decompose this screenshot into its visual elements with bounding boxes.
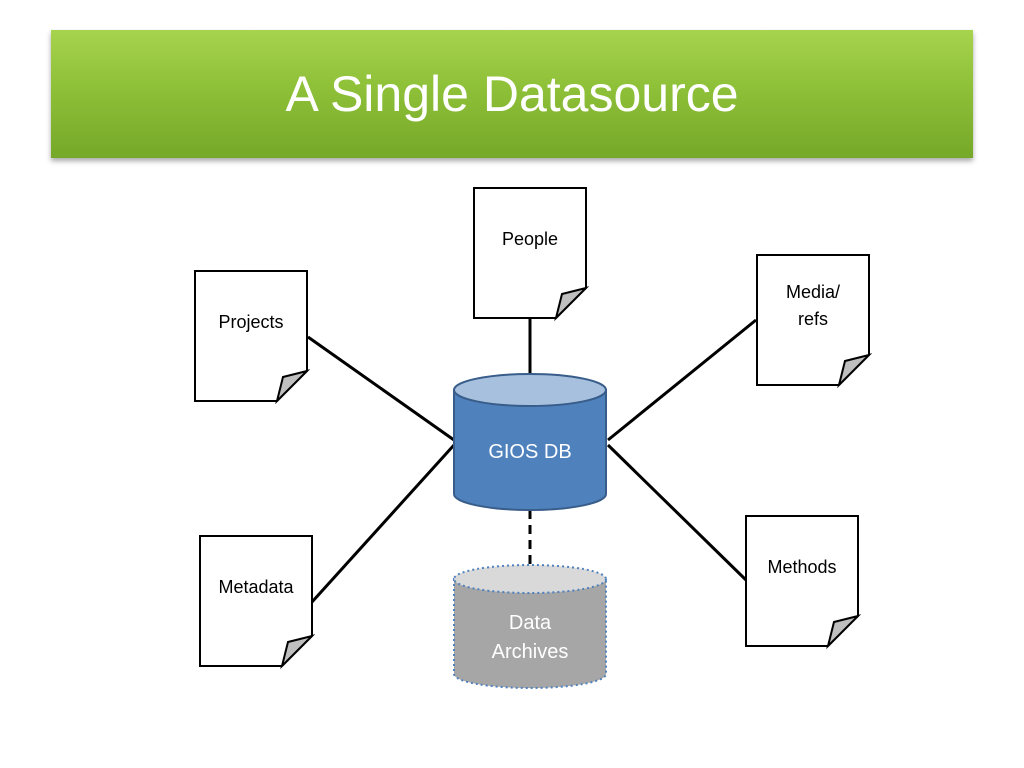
document-label-media-line1: Media/ xyxy=(786,282,840,302)
document-label-media-line2: refs xyxy=(798,309,828,329)
document-methods: Methods xyxy=(745,515,862,650)
archive-top xyxy=(453,564,607,594)
document-label-methods: Methods xyxy=(767,557,836,577)
document-fold xyxy=(554,286,590,322)
document-label-people: People xyxy=(502,229,558,249)
document-label-projects: Projects xyxy=(218,312,283,332)
document-fold xyxy=(837,353,873,389)
connector-media xyxy=(607,318,757,442)
connectors xyxy=(307,318,757,604)
archive-label-line2: Archives xyxy=(492,641,569,663)
database-top xyxy=(453,373,607,407)
document-label-metadata: Metadata xyxy=(218,577,294,597)
document-fold xyxy=(826,614,862,650)
connector-metadata xyxy=(310,443,456,604)
database-gios-db: GIOS DB xyxy=(453,373,607,511)
connector-projects xyxy=(307,335,455,442)
database-data-archives: Data Archives xyxy=(453,564,607,689)
document-projects: Projects xyxy=(194,270,311,405)
document-fold xyxy=(280,634,316,670)
connector-methods xyxy=(606,443,748,582)
document-people: People xyxy=(473,187,590,322)
title-banner: A Single Datasource xyxy=(51,30,973,158)
archive-label-line1: Data xyxy=(509,612,552,634)
slide-title: A Single Datasource xyxy=(285,66,739,122)
document-fold xyxy=(275,369,311,405)
document-metadata: Metadata xyxy=(199,535,316,670)
database-label: GIOS DB xyxy=(488,441,571,463)
document-media-refs: Media/ refs xyxy=(756,254,873,389)
